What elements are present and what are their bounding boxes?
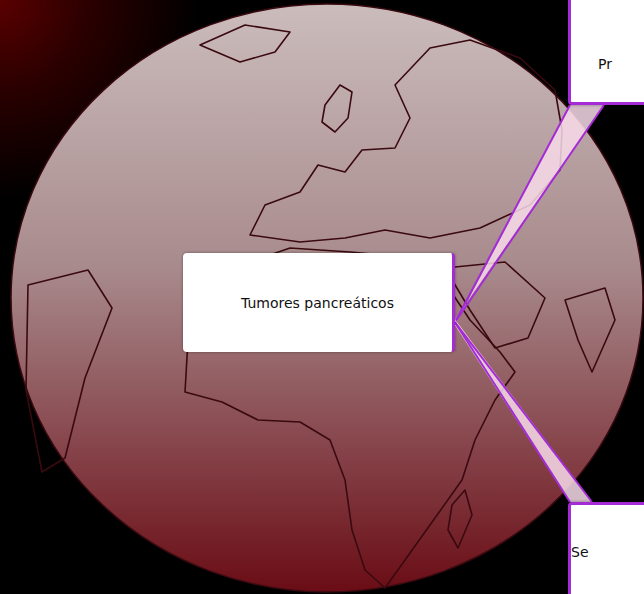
arabia [445,262,545,348]
node-label: Tumores pancreáticos [241,295,394,311]
india [565,288,615,372]
connector-band [455,319,592,502]
wedge-connector [455,319,592,502]
south-america [26,270,112,472]
branch-box: Se [568,502,644,594]
madagascar [448,490,472,548]
connector-line [455,105,570,322]
connector-band [455,105,604,325]
wedge-connector [455,105,604,325]
continents [26,25,615,588]
britain [322,85,352,132]
node-label: Se [571,544,589,560]
globe [11,4,643,592]
connector-line [455,322,592,502]
greenland [200,25,290,62]
branch-box: Pr [568,0,644,105]
connector-line [455,105,604,322]
connector-line [455,322,570,502]
node-label: Pr [598,56,612,72]
topic-box: Tumores pancreáticos [183,253,455,352]
